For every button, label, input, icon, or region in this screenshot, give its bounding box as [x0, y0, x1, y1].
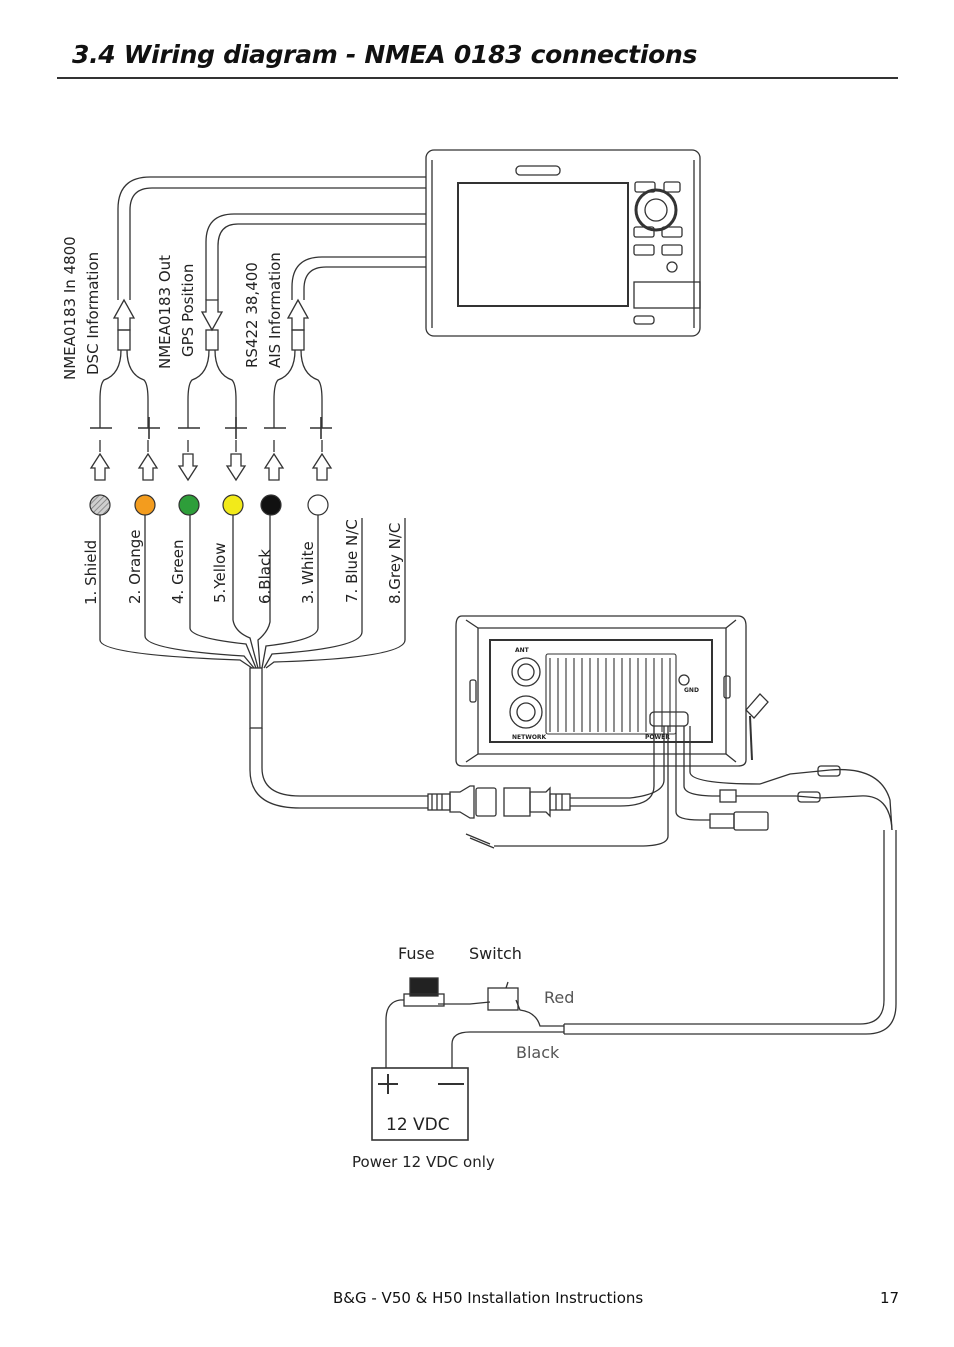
wire-label-black: 6.Black — [256, 549, 274, 604]
antenna-connector — [745, 693, 769, 761]
wire-dot-1 — [89, 494, 111, 516]
black-wire-label: Black — [516, 1043, 560, 1062]
group-label-gps-line2: GPS Position — [179, 264, 197, 357]
loose-wires — [99, 515, 406, 669]
fuse-label: Fuse — [398, 944, 435, 963]
wire-dot-3 — [178, 494, 200, 516]
wire-label-shield: 1. Shield — [82, 540, 100, 605]
wire-label-grey-nc: 8.Grey N/C — [386, 523, 404, 604]
network-label: NETWORK — [512, 734, 547, 741]
group-label-ais-line1: RS422 38,400 — [243, 262, 261, 368]
radio-rear-cables — [494, 711, 893, 847]
wire-dot-2 — [134, 494, 156, 516]
inline-connector — [427, 785, 571, 849]
wire-dot-4 — [222, 494, 244, 516]
page-title: 3.4 Wiring diagram - NMEA 0183 connectio… — [72, 40, 698, 69]
wire-label-orange: 2. Orange — [126, 529, 144, 604]
power-note: Power 12 VDC only — [352, 1153, 495, 1171]
group-label-dsc-line2: DSC Information — [84, 252, 102, 375]
main-nmea-cable — [249, 667, 428, 809]
ant-label: ANT — [515, 647, 530, 654]
footer-text: B&G - V50 & H50 Installation Instruction… — [333, 1289, 644, 1307]
wire-dot-5 — [260, 494, 282, 516]
polarity-markers — [90, 417, 332, 439]
wire-label-yellow: 5.Yellow — [211, 543, 229, 604]
group-label-ais-line2: AIS Information — [266, 252, 284, 368]
battery-label: 12 VDC — [386, 1115, 450, 1135]
page-number: 17 — [880, 1289, 900, 1307]
wire-label-white: 3. White — [299, 541, 317, 604]
wire-direction-arrows — [89, 440, 333, 482]
switch-label: Switch — [469, 944, 522, 963]
red-wire-label: Red — [544, 988, 574, 1007]
group-connector-dsc — [112, 298, 136, 351]
wire-color-dots — [89, 494, 329, 516]
handset-unit — [425, 149, 701, 337]
wire-dot-6 — [307, 494, 329, 516]
handset-keypad — [633, 181, 683, 273]
fuse — [385, 977, 445, 1068]
group-label-dsc-line1: NMEA0183 In 4800 — [61, 236, 79, 380]
gnd-label: GND — [684, 687, 699, 694]
power-port-label: POWER — [645, 734, 670, 741]
group-connector-gps — [200, 299, 224, 351]
handset-cables — [117, 176, 426, 300]
battery-12vdc — [371, 1067, 469, 1141]
group-connector-ais — [286, 298, 310, 351]
radio-heatsink — [545, 653, 677, 735]
title-rule — [57, 77, 898, 79]
power-cable — [442, 830, 897, 1068]
group-label-gps-line1: NMEA0183 Out — [156, 255, 174, 369]
wire-splits — [99, 349, 323, 428]
wire-label-blue-nc: 7. Blue N/C — [343, 519, 361, 603]
radio-rear-unit — [455, 615, 747, 767]
wire-label-green: 4. Green — [169, 539, 187, 604]
